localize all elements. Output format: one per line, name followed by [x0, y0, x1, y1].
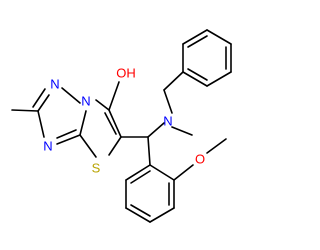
- amine-nitrogen-label: N: [163, 114, 172, 129]
- thiazole-sulfur-label: S: [92, 161, 101, 176]
- benzyl-amine-chain: [147, 71, 193, 138]
- triazole-methyl: [11, 109, 39, 112]
- thiazole-ring: [79, 99, 122, 158]
- methoxy-group: [173, 138, 227, 181]
- benzyl-phenyl-ring: [182, 29, 232, 87]
- methoxyphenyl-ring: [125, 164, 175, 223]
- triazole-n2-label: N: [50, 77, 59, 92]
- triazole-n1-label: N: [81, 94, 90, 109]
- hydroxyl-bond: [108, 81, 120, 111]
- methoxy-oxygen-label: O: [195, 152, 205, 167]
- triazole-n4-label: N: [43, 139, 52, 154]
- hydroxyl-label: OH: [116, 66, 136, 81]
- triazole-ring: [32, 87, 81, 145]
- chemical-structure-diagram: OH S N O N N N: [11, 29, 232, 223]
- methine-bonds: [120, 136, 151, 166]
